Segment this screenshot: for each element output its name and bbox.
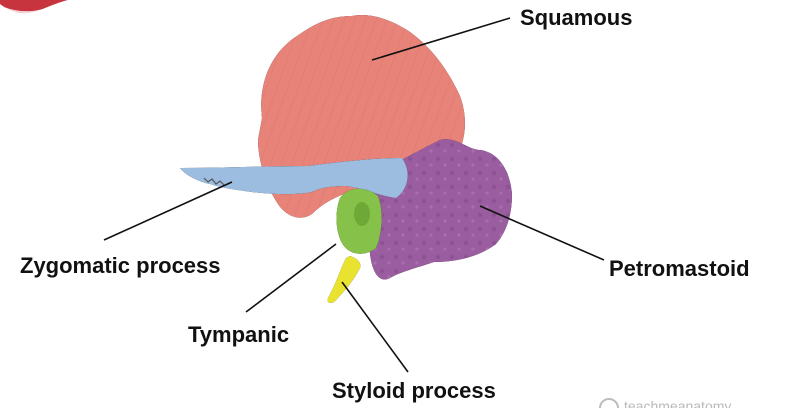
squamous-label: Squamous <box>520 5 632 30</box>
watermark: teachmeanatomy <box>600 398 731 408</box>
styloid-leader-line <box>342 282 408 372</box>
tympanic-leader-line <box>246 244 336 312</box>
styloid-region <box>327 256 360 303</box>
styloid-label: Styloid process <box>332 378 496 403</box>
petromastoid-label: Petromastoid <box>609 256 750 281</box>
watermark-logo-icon <box>600 399 618 408</box>
tympanic-label: Tympanic <box>188 322 289 347</box>
tympanic-region <box>337 189 382 254</box>
external-acoustic-opening <box>354 202 370 226</box>
zygomatic-label: Zygomatic process <box>20 253 221 278</box>
watermark-text: teachmeanatomy <box>624 398 731 408</box>
styloid-fill <box>327 256 360 303</box>
zygomatic-leader-line <box>104 182 232 240</box>
logo-badge-icon <box>0 0 72 13</box>
